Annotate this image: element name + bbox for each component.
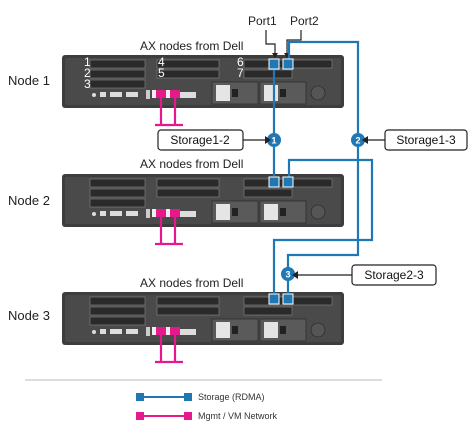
badge-2 (351, 133, 365, 147)
server-node-2 (61, 173, 345, 228)
slot-label-4: 4 (158, 55, 165, 69)
cable-storage1-3 (286, 40, 360, 293)
callout-storage1-2-text: Storage1-2 (170, 133, 230, 147)
badge-3 (281, 267, 295, 281)
legend-storage-swatch-left (136, 393, 144, 401)
badge-3-text: 3 (285, 270, 290, 280)
slot-label-6: 6 (237, 55, 244, 69)
callout-storage1-2-arrowhead (265, 136, 271, 144)
port2-pointer (286, 30, 302, 57)
node-3-title: AX nodes from Dell (140, 276, 243, 290)
badge-2-text: 2 (355, 136, 360, 146)
legend-mgmt-label: Mgmt / VM Network (198, 411, 278, 421)
port2-label: Port2 (290, 14, 319, 28)
node-2-title: AX nodes from Dell (140, 157, 243, 171)
legend-storage-label: Storage (RDMA) (198, 392, 265, 402)
node-2-label: Node 2 (8, 193, 50, 208)
cable-storage2-3 (272, 158, 374, 293)
callout-storage2-3-arrowhead (292, 271, 298, 279)
callout-storage1-3-text: Storage1-3 (396, 133, 456, 147)
server-node-1 (61, 54, 345, 109)
legend-mgmt-swatch-left (136, 412, 144, 420)
port1-pointer (265, 30, 276, 57)
storage-cables (272, 40, 374, 293)
badge-1 (267, 133, 281, 147)
slot-label-1: 1 (84, 55, 91, 69)
legend: Storage (RDMA) Mgmt / VM Network (136, 392, 278, 421)
badge-1-text: 1 (271, 136, 276, 146)
mgmt-ports (156, 90, 180, 335)
slot-label-5: 5 (158, 66, 165, 80)
port1-arrowhead (272, 53, 278, 58)
legend-storage-swatch-right (184, 393, 192, 401)
callout-storage2-3-text: Storage2-3 (364, 268, 424, 282)
mgmt-cables (155, 94, 183, 364)
slot-label-7: 7 (237, 66, 244, 80)
slot-label-2: 2 (84, 66, 91, 80)
storage-ports (268, 58, 294, 305)
node-1-label: Node 1 (8, 73, 50, 88)
node-3-label: Node 3 (8, 308, 50, 323)
node-1-title: AX nodes from Dell (140, 39, 243, 53)
port1-label: Port1 (248, 14, 277, 28)
slot-label-3: 3 (84, 77, 91, 91)
callout-storage1-3-arrowhead (362, 136, 368, 144)
legend-mgmt-swatch-right (184, 412, 192, 420)
server-node-3 (61, 291, 345, 346)
